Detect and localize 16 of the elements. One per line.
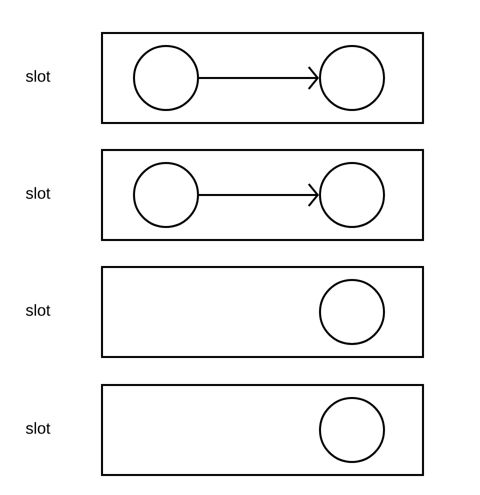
slot-box: [101, 149, 424, 241]
slot-box: [101, 32, 424, 124]
slot-label: slot: [26, 187, 50, 199]
slot-label: slot: [26, 304, 50, 316]
circle: [319, 279, 385, 345]
slot-label: slot: [26, 422, 50, 434]
slot-box: [101, 384, 424, 476]
slot-box: [101, 266, 424, 358]
slot-label: slot: [26, 70, 50, 82]
arrow: [199, 183, 319, 207]
circle: [319, 397, 385, 463]
circle: [319, 162, 385, 228]
arrow: [199, 66, 319, 90]
circle: [133, 45, 199, 111]
circle: [133, 162, 199, 228]
circle: [319, 45, 385, 111]
